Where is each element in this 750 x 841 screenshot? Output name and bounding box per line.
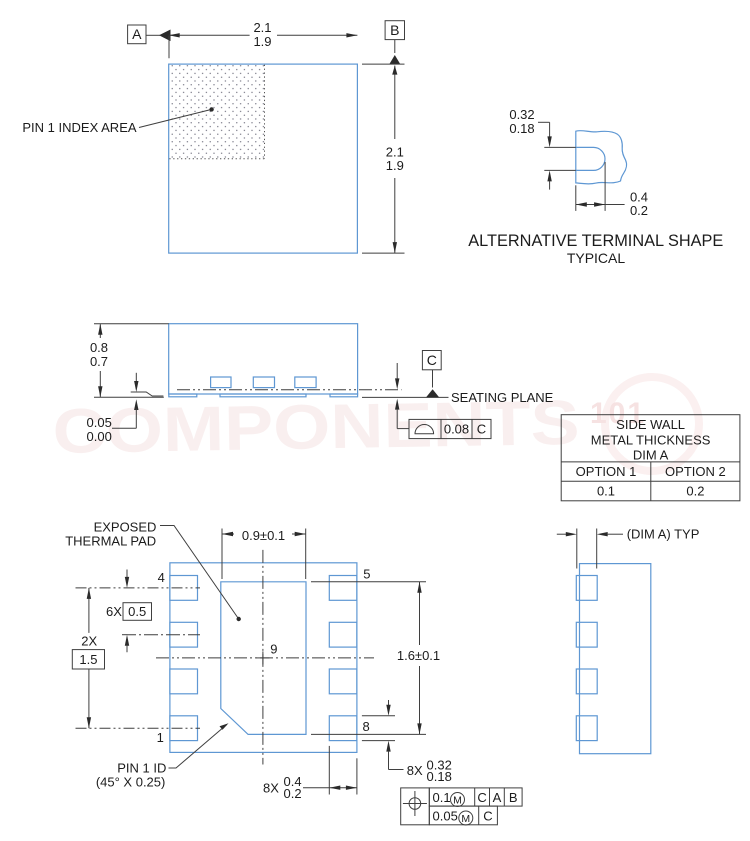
svg-text:PIN 1 ID: PIN 1 ID: [117, 761, 166, 776]
svg-text:0.8: 0.8: [90, 340, 108, 355]
svg-text:B: B: [390, 22, 399, 38]
svg-text:101: 101: [590, 397, 646, 430]
svg-text:(DIM A) TYP: (DIM A) TYP: [627, 526, 700, 541]
svg-text:SIDE WALL: SIDE WALL: [616, 417, 685, 432]
svg-text:DIM A: DIM A: [633, 447, 669, 462]
svg-text:COMPONENTS: COMPONENTS: [52, 388, 580, 467]
svg-text:0.1: 0.1: [597, 484, 615, 499]
svg-text:0.2: 0.2: [686, 484, 704, 499]
svg-text:1.9: 1.9: [386, 158, 404, 173]
svg-text:B: B: [509, 790, 518, 805]
svg-text:ALTERNATIVE TERMINAL SHAPE: ALTERNATIVE TERMINAL SHAPE: [468, 232, 723, 250]
svg-text:1.5: 1.5: [79, 652, 97, 667]
svg-text:OPTION 1: OPTION 1: [576, 464, 637, 479]
svg-text:METAL THICKNESS: METAL THICKNESS: [591, 432, 711, 447]
svg-text:(45° X 0.25): (45° X 0.25): [96, 775, 166, 790]
svg-text:0.32: 0.32: [509, 107, 534, 122]
svg-text:6X: 6X: [106, 604, 122, 619]
svg-text:0.4: 0.4: [284, 774, 302, 789]
svg-text:M: M: [453, 794, 462, 806]
svg-text:PIN 1 INDEX AREA: PIN 1 INDEX AREA: [22, 120, 136, 135]
svg-text:OPTION 2: OPTION 2: [665, 464, 726, 479]
svg-text:TYPICAL: TYPICAL: [567, 250, 626, 266]
svg-text:0.00: 0.00: [87, 429, 112, 444]
svg-text:0.05: 0.05: [433, 809, 458, 824]
svg-text:0.4: 0.4: [630, 189, 648, 204]
svg-text:C: C: [483, 809, 492, 824]
svg-text:C: C: [477, 790, 486, 805]
svg-text:2X: 2X: [81, 634, 97, 649]
svg-text:1.9: 1.9: [253, 34, 271, 49]
svg-text:0.18: 0.18: [509, 121, 534, 136]
svg-text:0.08: 0.08: [444, 421, 469, 436]
svg-text:0.18: 0.18: [427, 769, 452, 784]
svg-text:0.05: 0.05: [87, 415, 112, 430]
svg-text:0.2: 0.2: [284, 786, 302, 801]
svg-text:0.2: 0.2: [630, 203, 648, 218]
svg-text:SEATING PLANE: SEATING PLANE: [451, 390, 554, 405]
svg-text:0.9±0.1: 0.9±0.1: [242, 528, 285, 543]
svg-text:0.1: 0.1: [433, 790, 451, 805]
svg-text:8: 8: [362, 719, 369, 734]
svg-text:C: C: [427, 352, 437, 368]
svg-text:A: A: [493, 790, 502, 805]
svg-text:8X: 8X: [263, 780, 279, 795]
svg-text:0.7: 0.7: [90, 354, 108, 369]
svg-text:M: M: [461, 813, 470, 825]
svg-text:1: 1: [157, 730, 164, 745]
svg-text:EXPOSED: EXPOSED: [94, 520, 157, 535]
svg-text:9: 9: [270, 642, 277, 657]
svg-text:THERMAL PAD: THERMAL PAD: [65, 533, 156, 548]
svg-text:2.1: 2.1: [386, 145, 404, 160]
svg-text:0.5: 0.5: [128, 604, 146, 619]
svg-text:4: 4: [158, 570, 165, 585]
svg-text:C: C: [477, 421, 486, 436]
svg-text:0.32: 0.32: [427, 757, 452, 772]
svg-text:1.6±0.1: 1.6±0.1: [397, 648, 440, 663]
svg-text:A: A: [132, 26, 142, 42]
svg-text:8X: 8X: [407, 763, 423, 778]
svg-text:2.1: 2.1: [253, 20, 271, 35]
svg-text:5: 5: [363, 566, 370, 581]
